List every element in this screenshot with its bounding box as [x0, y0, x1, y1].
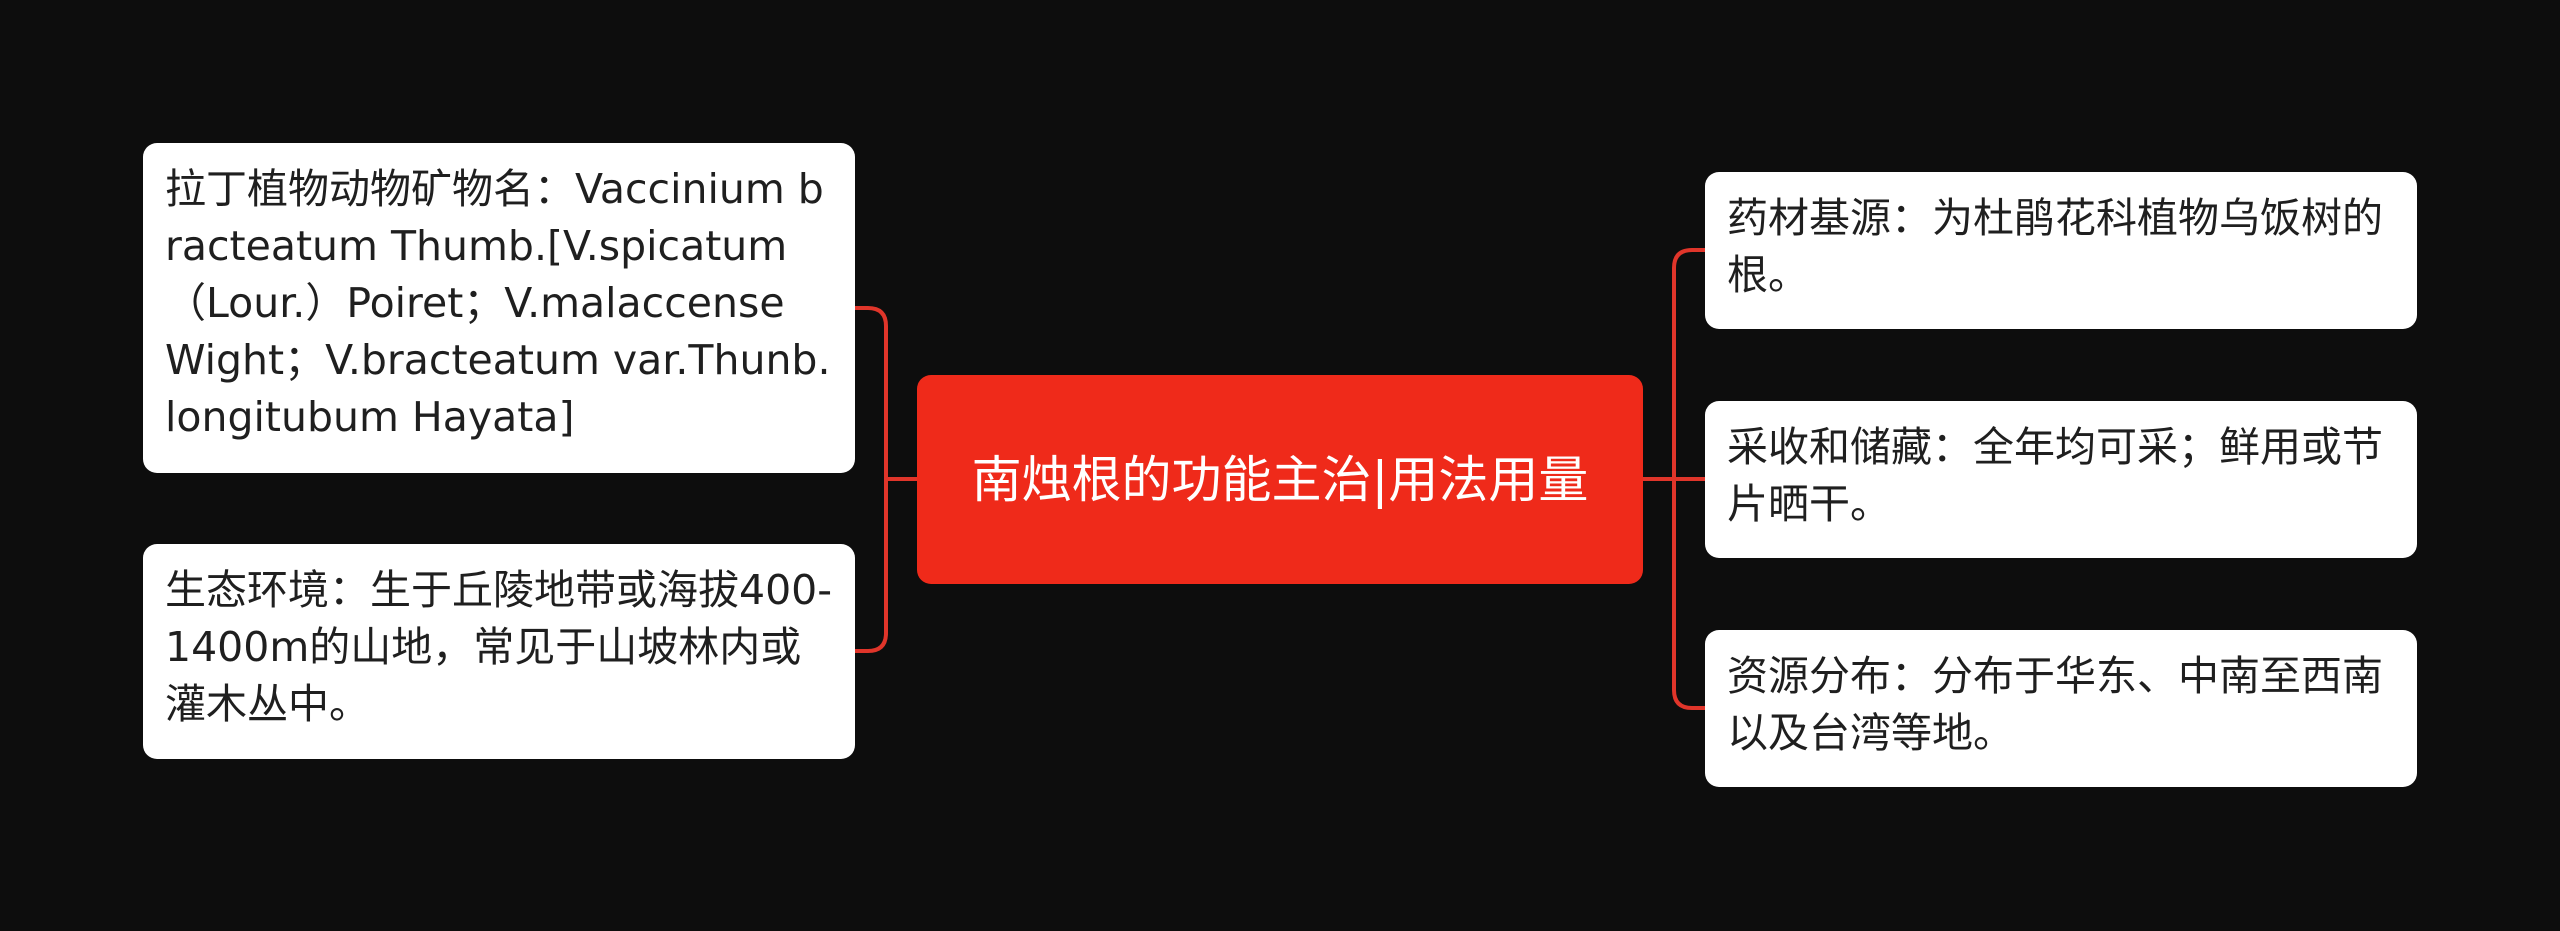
- right-branch-connector-1: [1672, 248, 1707, 481]
- left-node-habitat[interactable]: 生态环境：生于丘陵地带或海拔400-1400m的山地，常见于山坡林内或灌木丛中。: [143, 544, 855, 759]
- right-node-source-text: 药材基源：为杜鹃花科植物乌饭树的根。: [1727, 194, 2383, 299]
- left-node-latin-name-text: 拉丁植物动物矿物名：Vaccinium bracteatum Thumb.[V.…: [165, 165, 831, 441]
- central-topic-node[interactable]: 南烛根的功能主治|用法用量: [917, 375, 1643, 584]
- left-branch-connector-1: [853, 306, 888, 481]
- right-node-harvest-storage[interactable]: 采收和储藏：全年均可采；鲜用或节片晒干。: [1705, 401, 2417, 558]
- left-node-habitat-text: 生态环境：生于丘陵地带或海拔400-1400m的山地，常见于山坡林内或灌木丛中。: [165, 566, 833, 728]
- right-branch-connector-3: [1672, 477, 1707, 710]
- left-branch-connector-2: [853, 477, 888, 653]
- left-node-latin-name[interactable]: 拉丁植物动物矿物名：Vaccinium bracteatum Thumb.[V.…: [143, 143, 855, 473]
- right-node-distribution-text: 资源分布：分布于华东、中南至西南以及台湾等地。: [1727, 652, 2383, 757]
- right-node-harvest-storage-text: 采收和储藏：全年均可采；鲜用或节片晒干。: [1727, 423, 2383, 528]
- central-topic-title: 南烛根的功能主治|用法用量: [971, 450, 1589, 509]
- right-node-source[interactable]: 药材基源：为杜鹃花科植物乌饭树的根。: [1705, 172, 2417, 329]
- right-node-distribution[interactable]: 资源分布：分布于华东、中南至西南以及台湾等地。: [1705, 630, 2417, 787]
